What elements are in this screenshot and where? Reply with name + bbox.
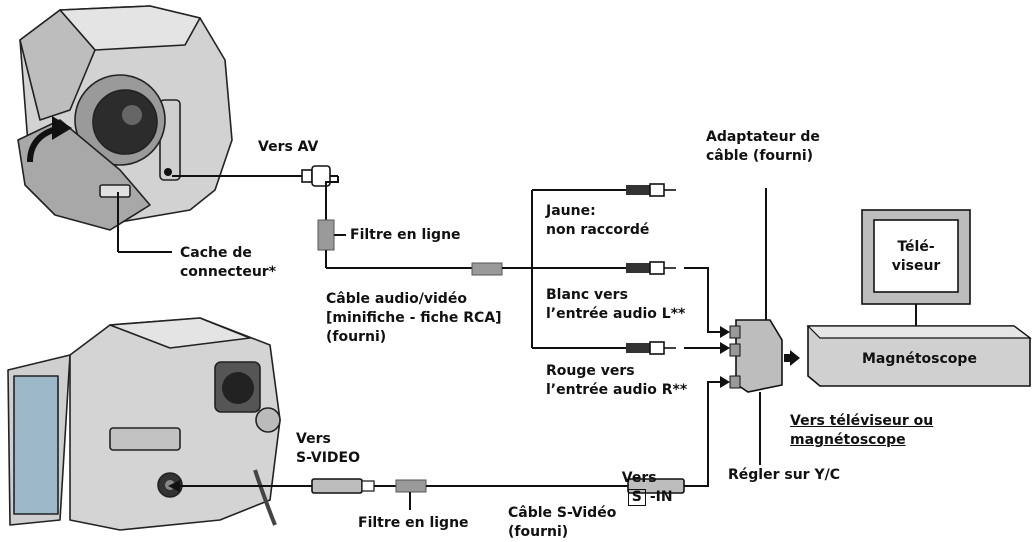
label-cable-audio-video: Câble audio/vidéo [minifiche - fiche RCA… [326, 291, 502, 345]
label-vers-televiseur-magnetoscope: Vers téléviseur ou magnétoscope [790, 413, 934, 448]
label-cable-s-video: Câble S-Vidéo (fourni) [508, 505, 617, 540]
label-vers-s-in: Vers S-IN [612, 450, 673, 507]
rca-plug-yellow [626, 183, 676, 197]
label-filtre-en-ligne-bottom: Filtre en ligne [358, 515, 469, 531]
camcorder-top-illustration [17, 5, 233, 231]
label-vers-s-in-prefix: Vers [621, 470, 657, 486]
inline-filter-bottom [395, 479, 427, 493]
label-regler-yc: Régler sur Y/C [728, 467, 840, 483]
inline-filter-middle [471, 262, 503, 276]
s-video-symbol-icon: S [627, 489, 646, 506]
label-magnetoscope: Magnétoscope [862, 351, 977, 367]
label-jaune: Jaune: non raccordé [546, 203, 650, 238]
label-adaptateur: Adaptateur de câble (fourni) [706, 129, 820, 164]
label-blanc: Blanc vers l’entrée audio L** [546, 287, 686, 322]
label-cache-connecteur: Cache de connecteur* [180, 245, 277, 280]
minijack-plug [301, 165, 331, 187]
television [861, 209, 971, 305]
rca-plug-red [626, 341, 676, 355]
jack-icon [164, 168, 172, 176]
label-televiseur: Télé- viseur [891, 239, 941, 274]
rca-plug-white [626, 261, 676, 275]
camcorder-bottom-illustration [7, 317, 281, 531]
inline-filter-top [317, 219, 335, 251]
label-vers-s-in-suffix: -IN [649, 489, 673, 505]
label-vers-s-video: Vers S-VIDEO [296, 431, 361, 466]
arrow-right-icon [790, 350, 800, 366]
svideo-plug-left [311, 478, 375, 494]
cable-adapter [729, 319, 783, 393]
label-rouge: Rouge vers l’entrée audio R** [546, 363, 688, 398]
label-vers-av: Vers AV [258, 139, 319, 155]
vcr [806, 325, 1032, 387]
label-filtre-en-ligne-top: Filtre en ligne [350, 227, 461, 243]
